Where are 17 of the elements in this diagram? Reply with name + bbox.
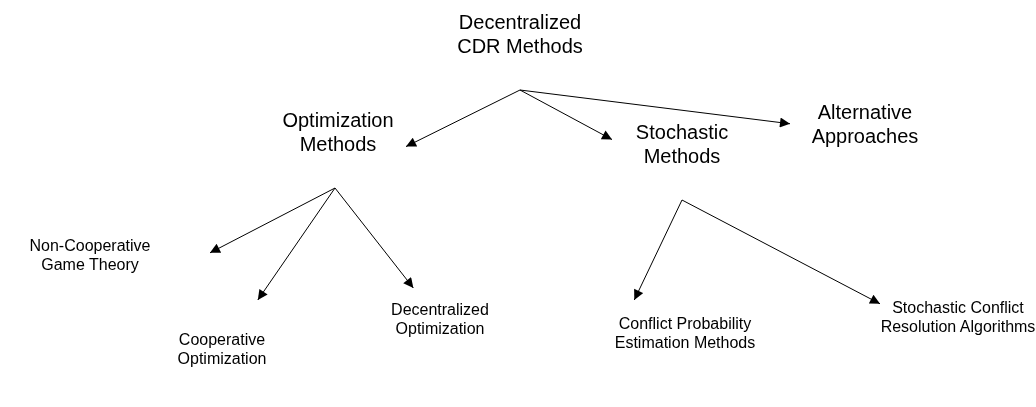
- node-label: Non-Cooperative Game Theory: [28, 236, 152, 275]
- node-label: Conflict Probability Estimation Methods: [613, 314, 757, 353]
- arrow: [519, 89, 791, 128]
- arrow: [257, 187, 336, 301]
- arrow: [334, 187, 414, 289]
- node-label: Cooperative Optimization: [176, 330, 268, 369]
- node-label: Optimization Methods: [281, 108, 395, 156]
- arrow: [405, 89, 521, 148]
- node-label: Decentralized Optimization: [390, 300, 490, 339]
- node-label: Decentralized CDR Methods: [456, 10, 584, 58]
- node-label: Stochastic Methods: [634, 120, 730, 168]
- arrow: [519, 89, 613, 141]
- arrow: [681, 199, 881, 305]
- arrow: [633, 199, 683, 301]
- node-label: Stochastic Conflict Resolution Algorithms: [880, 298, 1036, 337]
- arrow: [209, 187, 336, 254]
- node-label: Alternative Approaches: [810, 100, 920, 148]
